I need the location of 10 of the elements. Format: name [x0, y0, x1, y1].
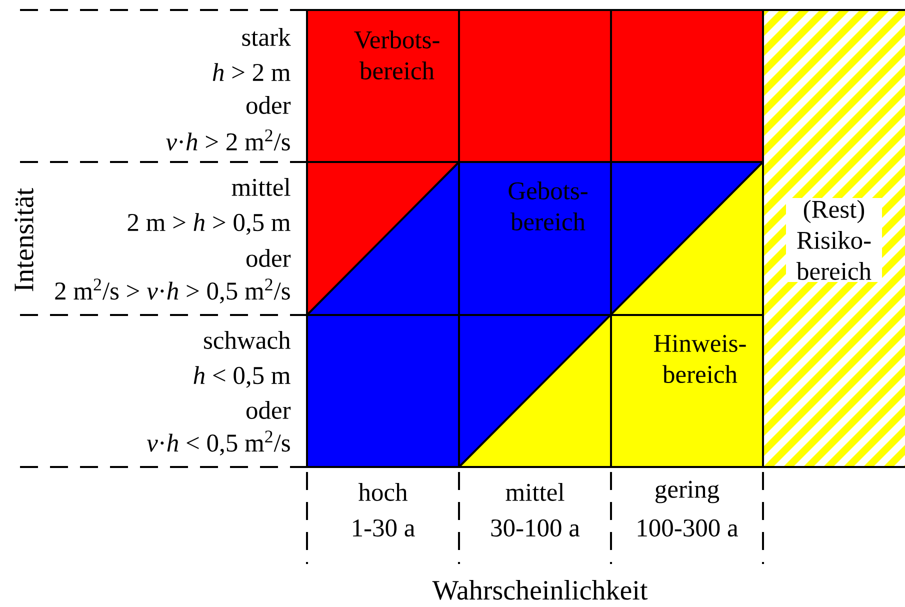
zone-label: Verbots- bereich: [354, 30, 440, 80]
zone-label: Hinweis- bereich: [654, 334, 746, 384]
axis-title: Wahrscheinlichkeit: [432, 580, 648, 600]
column-label: 100-300 a: [638, 519, 738, 537]
axis-title: Intensität: [14, 188, 34, 292]
column-label: 30-100 a: [491, 519, 580, 537]
column-label: 1-30 a: [353, 519, 415, 537]
node-label: (Rest) Risiko- bereich: [796, 200, 872, 280]
zone-label: Gebots- bereich: [508, 182, 588, 230]
hatched-band: (Rest) Risiko- bereich: [764, 11, 905, 466]
